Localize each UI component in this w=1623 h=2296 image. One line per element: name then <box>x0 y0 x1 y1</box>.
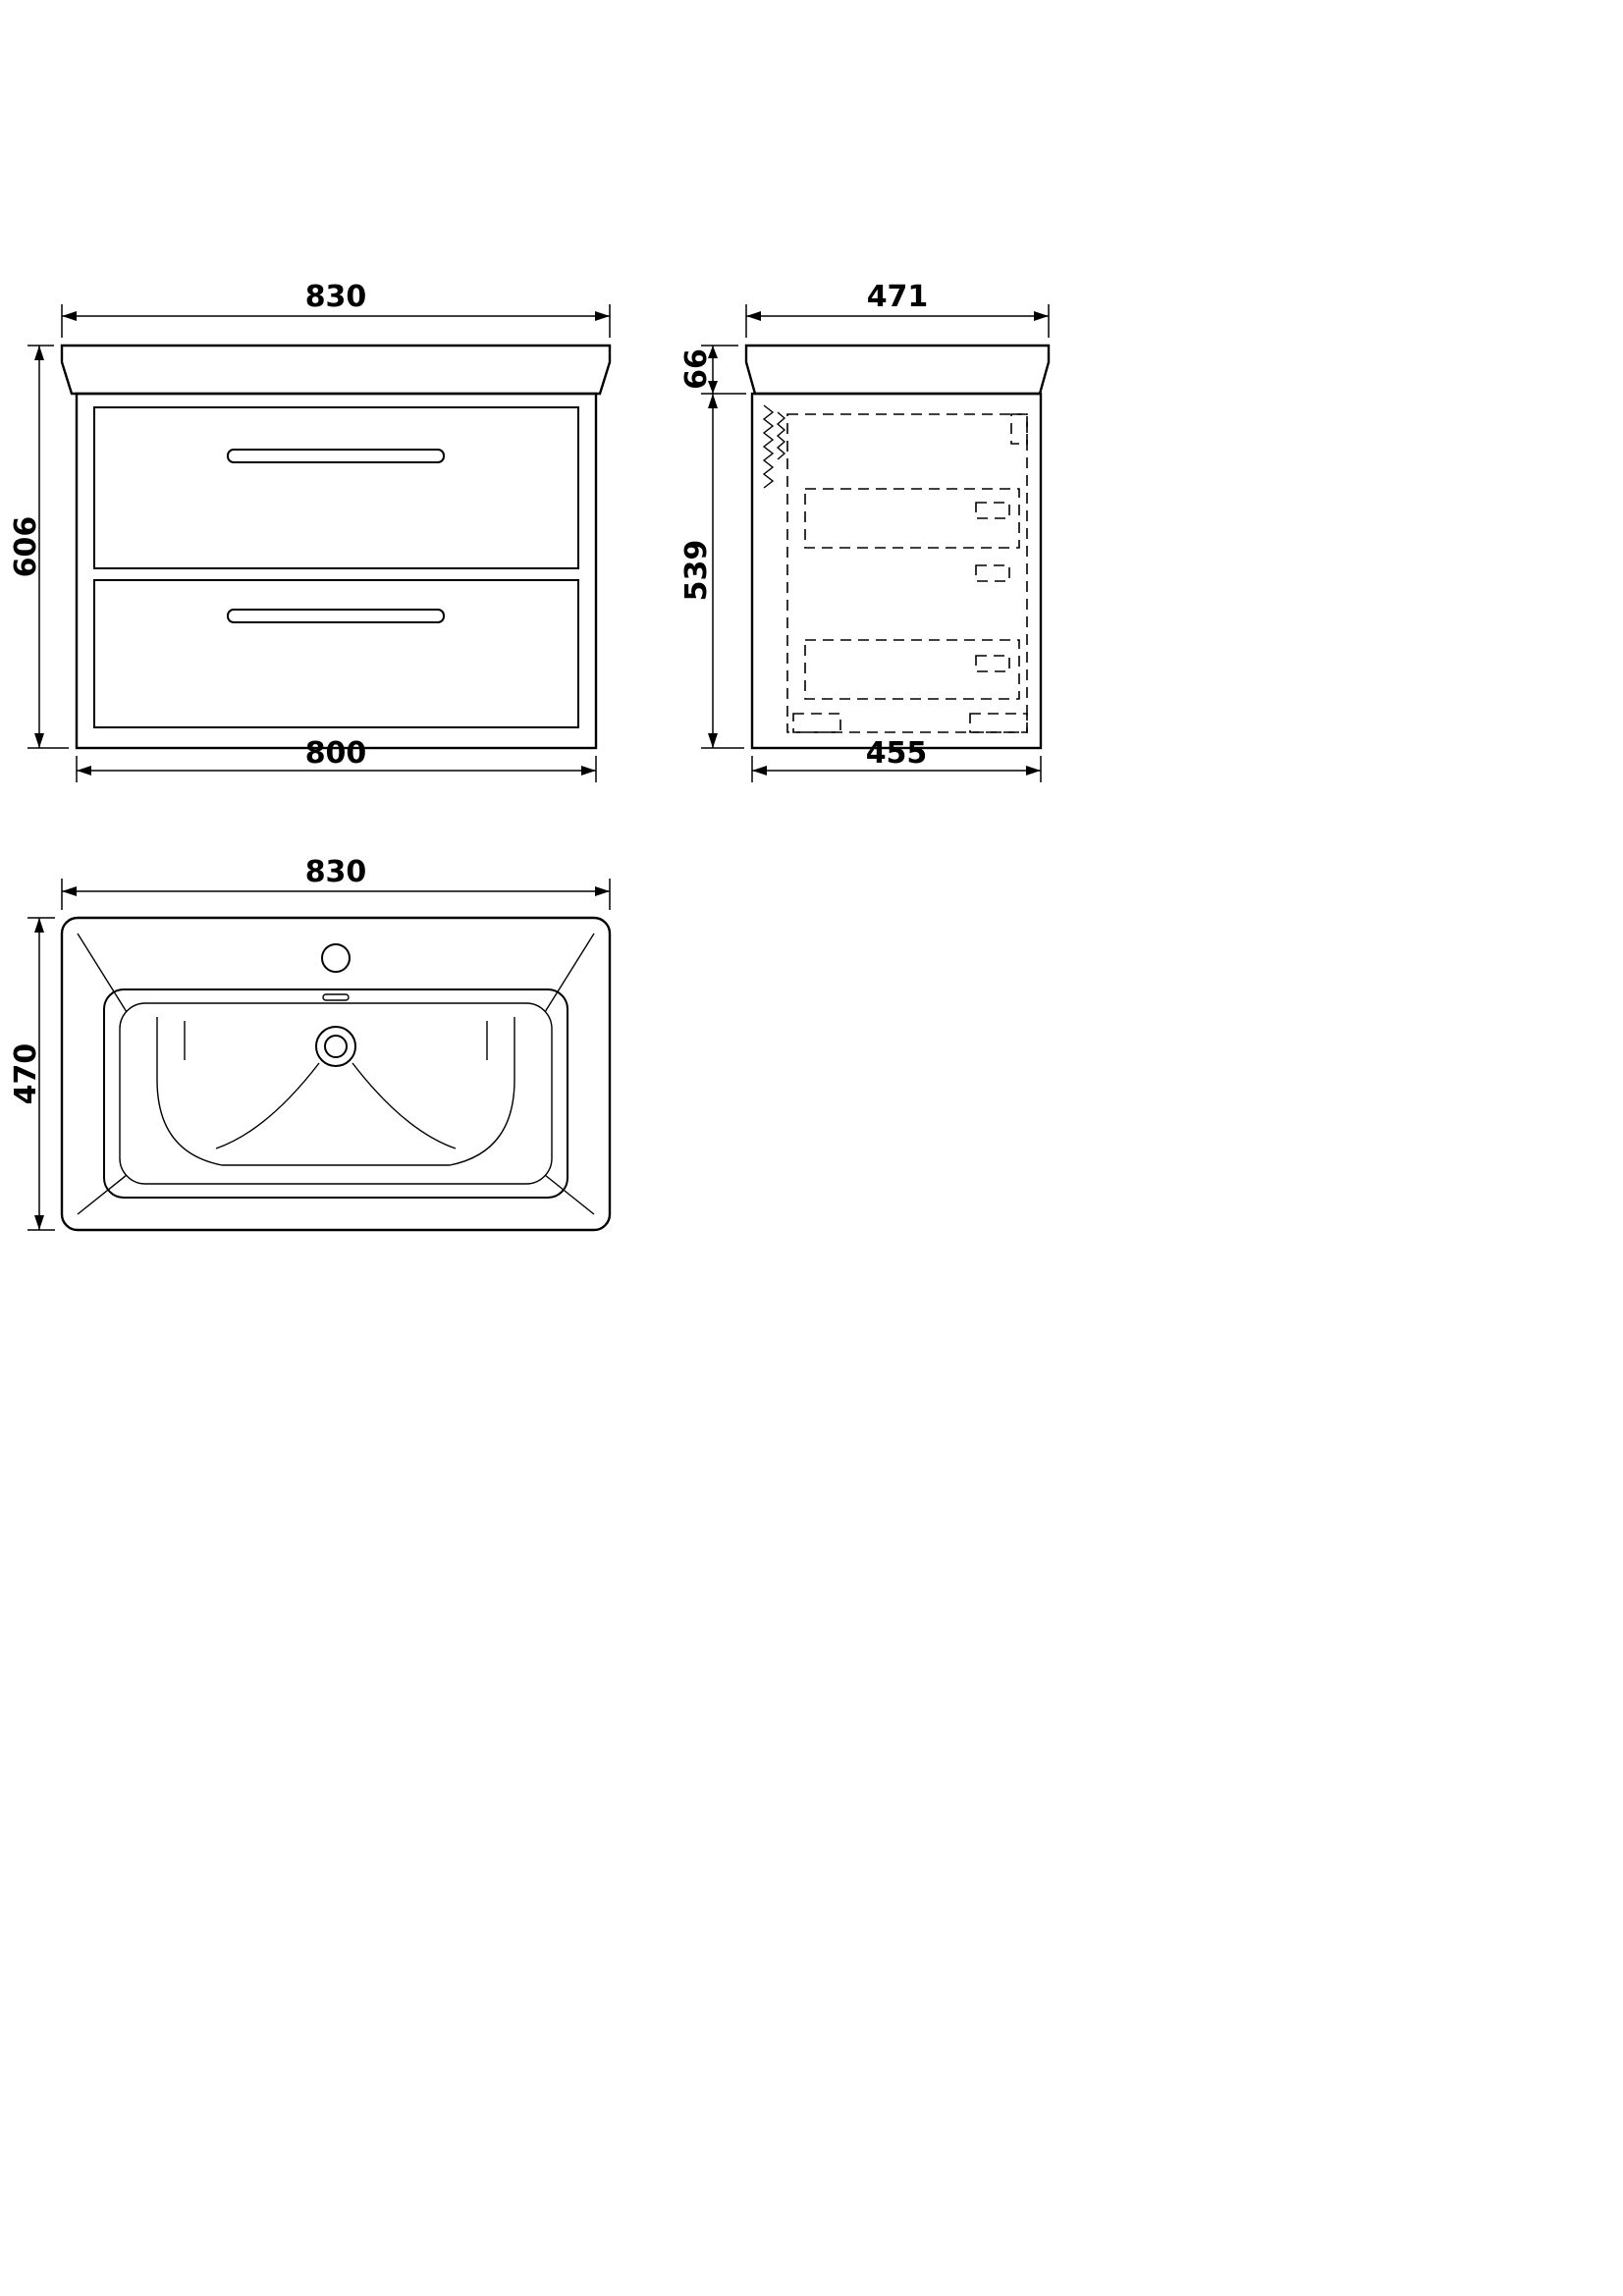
side-dim-cabinet-height-label: 539 <box>679 540 714 602</box>
dim-arrowhead <box>62 311 77 321</box>
plan-bowl-slope-left <box>215 1062 320 1149</box>
side-runner-clip-dashed-3 <box>975 655 1010 672</box>
front-view: 830 606 800 <box>9 280 612 782</box>
side-dim-bottom-depth: 455 <box>751 736 1042 782</box>
dim-arrowhead <box>77 766 91 775</box>
side-drawer-box-top-dashed <box>804 488 1020 549</box>
plan-corner-slope-line-br <box>544 1174 595 1215</box>
plan-dim-width-label: 830 <box>305 855 367 889</box>
dim-arrowhead <box>62 886 77 896</box>
plan-basin-outer-edge <box>60 916 612 1232</box>
dim-arrowhead <box>34 1215 44 1230</box>
dim-arrowhead <box>34 733 44 748</box>
plan-dim-width: 830 <box>61 855 611 910</box>
side-runner-clip-dashed-2 <box>975 564 1010 582</box>
plan-corner-slope-line-tl <box>77 933 128 1013</box>
plan-dim-depth: 470 <box>9 917 55 1231</box>
front-dim-top-width: 830 <box>61 280 611 338</box>
side-runner-clip-dashed-1 <box>975 502 1010 519</box>
front-drawer-top <box>93 406 579 569</box>
plan-waste-outer <box>315 1026 356 1067</box>
front-basin-outline <box>60 344 612 396</box>
front-dim-bottom-width: 800 <box>76 736 597 782</box>
dim-arrowhead <box>708 394 718 408</box>
side-dim-worktop-height: 66 <box>679 345 746 395</box>
plan-basin-rim <box>103 988 568 1199</box>
front-dim-height: 606 <box>9 345 69 749</box>
dim-arrowhead <box>752 766 767 775</box>
side-dim-cabinet-height: 539 <box>679 394 744 749</box>
dim-arrowhead <box>595 886 610 896</box>
side-internal-dashed-outline <box>786 413 1028 733</box>
dim-arrowhead <box>581 766 596 775</box>
plan-overflow-slot <box>322 993 350 1001</box>
front-dim-height-label: 606 <box>9 516 43 578</box>
side-view: 471 66 539 455 <box>679 280 1051 782</box>
dim-arrowhead <box>708 346 718 358</box>
side-drawer-box-bottom-dashed <box>804 639 1020 700</box>
dim-arrowhead <box>1026 766 1041 775</box>
plan-waste-inner <box>324 1035 348 1058</box>
plan-bowl-slope-right <box>352 1062 457 1149</box>
plan-bowl-wall <box>156 1017 515 1166</box>
side-corner-bracket-dashed <box>1010 413 1028 445</box>
dim-arrowhead <box>34 918 44 933</box>
side-bottom-bracket-dashed-left <box>792 713 841 733</box>
dim-arrowhead <box>746 311 761 321</box>
front-drawer-bottom <box>93 579 579 728</box>
front-cabinet-outline <box>75 392 598 750</box>
side-hanger-bracket-detail <box>776 411 786 460</box>
dim-arrowhead <box>595 311 610 321</box>
side-worktop-outline <box>744 344 1051 396</box>
front-drawer-bottom-handle <box>227 609 445 623</box>
side-dim-top-depth-label: 471 <box>867 280 929 314</box>
dim-arrowhead <box>708 733 718 748</box>
side-hanger-bracket <box>762 404 775 489</box>
side-cabinet-outline <box>750 392 1043 750</box>
side-bottom-bracket-dashed-right <box>969 713 1028 733</box>
plan-dim-depth-label: 470 <box>9 1043 43 1105</box>
plan-corner-slope-line-tr <box>544 933 595 1013</box>
side-dim-top-depth: 471 <box>745 280 1050 338</box>
dim-arrowhead <box>708 381 718 394</box>
front-dim-bottom-width-label: 800 <box>305 736 367 771</box>
side-dim-worktop-height-label: 66 <box>679 348 714 390</box>
side-dim-bottom-depth-label: 455 <box>866 736 928 771</box>
dim-arrowhead <box>34 346 44 360</box>
plan-view: 830 470 <box>9 855 612 1232</box>
plan-tap-hole <box>321 943 351 973</box>
front-dim-top-width-label: 830 <box>305 280 367 314</box>
plan-corner-slope-line-bl <box>77 1174 128 1215</box>
front-drawer-top-handle <box>227 449 445 463</box>
dim-arrowhead <box>1034 311 1049 321</box>
plan-basin-inner-rim <box>119 1002 553 1185</box>
